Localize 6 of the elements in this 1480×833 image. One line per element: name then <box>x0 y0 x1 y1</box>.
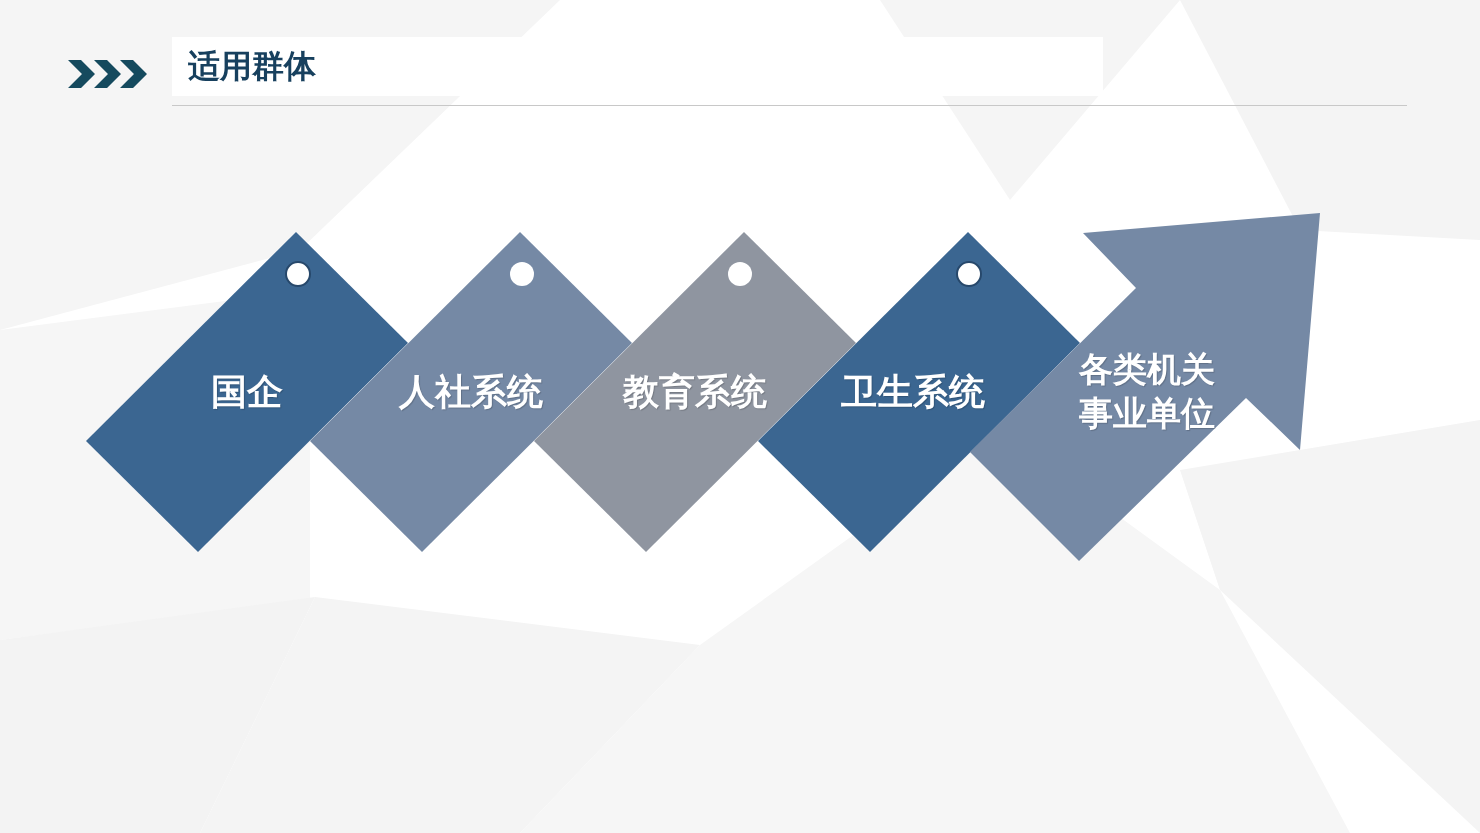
tag-label: 人社系统 <box>399 369 543 414</box>
title-text: 适用群体 <box>188 48 316 85</box>
tag-label: 国企 <box>211 369 283 414</box>
tag-label: 教育系统 <box>623 369 767 414</box>
tag-label: 卫生系统 <box>841 369 985 414</box>
tag-label: 各类机关事业单位 <box>1079 348 1215 435</box>
